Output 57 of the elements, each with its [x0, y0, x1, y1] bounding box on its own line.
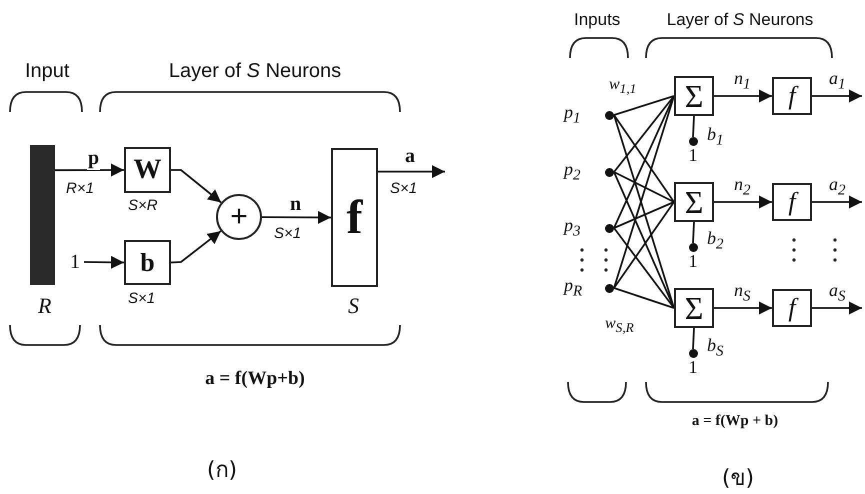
section-heading: Input — [25, 60, 70, 83]
weight-matrix-box: W — [124, 147, 171, 193]
connection-line — [692, 328, 695, 350]
connection-line — [692, 116, 695, 138]
connection-line — [613, 201, 675, 289]
arrow — [171, 169, 222, 204]
arrow — [262, 210, 331, 224]
input-label: p$_{3}$ — [564, 215, 580, 241]
transfer-function-box: f — [331, 148, 378, 287]
dimension-label: R×1 — [66, 180, 94, 197]
equation: a = f(Wp+b) — [205, 368, 305, 390]
arrow — [714, 302, 772, 314]
arrow — [714, 90, 772, 102]
arrow — [714, 196, 772, 208]
summation-box: Σ — [674, 76, 714, 116]
dimension-label: S×1 — [128, 290, 156, 307]
input-label: p$_{2}$ — [564, 159, 580, 185]
dimension-label: S×1 — [390, 180, 418, 197]
equation: a = f(Wp + b) — [692, 413, 778, 430]
bias-vector-box: b — [124, 240, 171, 285]
section-heading: Layer of S Neurons — [168, 60, 342, 83]
transfer-function-box: f — [772, 289, 812, 327]
input-vector-bar — [30, 145, 55, 285]
panel-label: (ก) — [206, 457, 238, 485]
transfer-function-box: f — [772, 183, 812, 221]
connection-line — [692, 222, 695, 244]
dimension-label: S×R — [128, 197, 158, 214]
section-heading: Inputs — [574, 10, 620, 30]
connection-line — [613, 227, 675, 309]
summation-box: Σ — [674, 288, 714, 328]
arrow — [84, 256, 124, 269]
bias-input-label: 1 — [688, 146, 698, 166]
dimension-label: R — [38, 293, 52, 319]
bias-input-label: 1 — [688, 358, 698, 378]
transfer-function-box: f — [772, 77, 812, 115]
connection-line — [614, 201, 674, 229]
panel-label: (ข) — [722, 465, 754, 493]
bias-input-label: 1 — [70, 251, 84, 273]
dimension-label: S×1 — [274, 225, 302, 242]
section-heading: Layer of S Neurons — [666, 10, 814, 30]
connection-line — [614, 95, 674, 116]
connection-line — [614, 287, 674, 309]
input-label: p$_{1}$ — [564, 102, 580, 128]
input-label: p$_{R}$ — [564, 275, 582, 301]
summing-junction: + — [216, 194, 262, 240]
dimension-label: S — [348, 293, 359, 319]
connection-line — [613, 95, 675, 173]
arrow — [812, 90, 862, 102]
bias-input-label: 1 — [688, 252, 698, 272]
arrow — [812, 196, 862, 208]
arrow — [55, 164, 124, 177]
arrow — [170, 230, 222, 264]
connection-line — [613, 114, 675, 203]
connection-line — [614, 171, 674, 203]
arrow — [812, 302, 862, 314]
summation-box: Σ — [674, 182, 714, 222]
arrow — [378, 165, 445, 178]
